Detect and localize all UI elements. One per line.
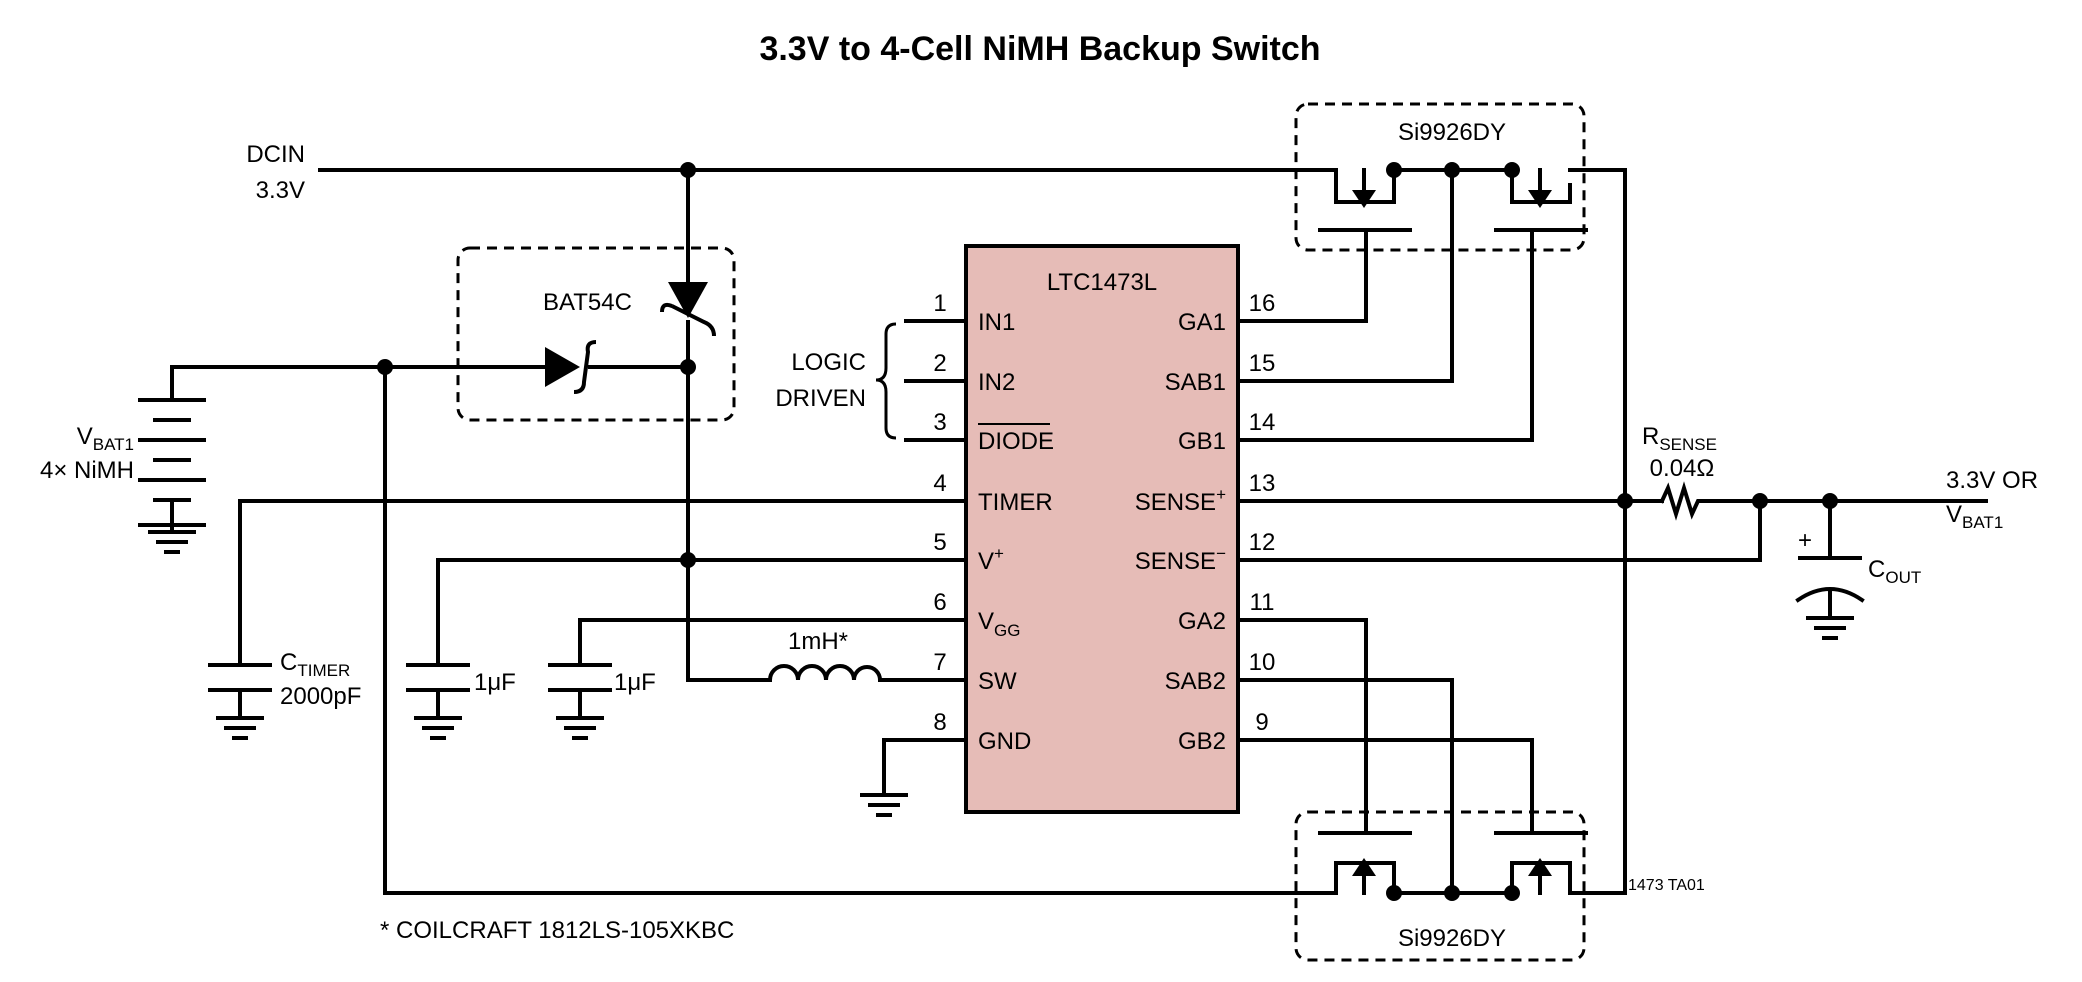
output-label-1: 3.3V OR xyxy=(1946,467,2038,494)
mosfet-bottom-b xyxy=(1494,831,1588,895)
ctimer-label: CTIMER xyxy=(280,649,350,680)
wire-right-node xyxy=(1568,168,1627,895)
cap1-value: 1μF xyxy=(474,669,516,696)
rsense-value: 0.04Ω xyxy=(1650,455,1715,482)
ic-pin-number-9: 9 xyxy=(1255,709,1268,736)
ic-pin-label-7: SW xyxy=(978,668,1017,695)
ic-pin-number-7: 7 xyxy=(933,649,946,676)
wire-ga2 xyxy=(1236,618,1368,835)
mosfet-bottom-package-outline xyxy=(1294,810,1586,962)
wires xyxy=(170,168,1988,895)
ic-pin-number-2: 2 xyxy=(933,350,946,377)
capacitor-vplus xyxy=(406,663,470,740)
ic-pin-number-10: 10 xyxy=(1249,649,1276,676)
diagram-title: 3.3V to 4-Cell NiMH Backup Switch xyxy=(759,30,1320,68)
wire-logic-pins xyxy=(904,319,968,442)
ic-pin-number-16: 16 xyxy=(1249,290,1276,317)
schottky-diode-top xyxy=(660,282,716,337)
ic-pin-number-1: 1 xyxy=(933,290,946,317)
rsense-label: RSENSE xyxy=(1642,423,1717,454)
ic-pin-number-11: 11 xyxy=(1250,589,1275,616)
figure-id: 1473 TA01 xyxy=(1628,877,1705,894)
ic-pin-label-4: TIMER xyxy=(978,489,1053,516)
ground-ic xyxy=(860,793,908,817)
battery-vbat1 xyxy=(138,398,206,554)
vbat-cells-label: 4× NiMH xyxy=(40,457,134,484)
diode-label: BAT54C xyxy=(543,289,632,316)
ic-pin-label-14: GB1 xyxy=(1178,428,1226,455)
wire-gnd xyxy=(882,738,968,797)
wire-gb1 xyxy=(1236,228,1534,442)
dcin-label: DCIN xyxy=(246,141,305,168)
ic-body xyxy=(964,244,1240,814)
ic-pin-number-5: 5 xyxy=(933,529,946,556)
mosfet-bottom-a xyxy=(1318,831,1412,895)
ic-pin-label-9: GB2 xyxy=(1178,728,1226,755)
vbat-label: VBAT1 xyxy=(77,423,134,454)
ic-pin-label-15: SAB1 xyxy=(1165,369,1226,396)
wire-vplus xyxy=(436,558,968,667)
capacitor-ctimer xyxy=(208,663,272,740)
ic-pin-label-11: GA2 xyxy=(1178,608,1226,635)
dcin-voltage-label: 3.3V xyxy=(256,177,305,204)
ic-pin-label-5: V+ xyxy=(978,544,1004,575)
ic-pin-label-6: VGG xyxy=(978,608,1020,640)
ic-pin-number-8: 8 xyxy=(933,709,946,736)
schottky-diode-left xyxy=(545,340,597,394)
wire-dcin-rail xyxy=(318,168,1627,204)
wire-timer xyxy=(238,499,968,667)
ic-pin-label-13: SENSE+ xyxy=(1135,485,1226,516)
ic-name: LTC1473L xyxy=(1047,269,1157,296)
wire-sab2 xyxy=(1236,678,1454,895)
wire-diode-vertical xyxy=(686,168,772,682)
inductor-1mh xyxy=(767,664,883,683)
wire-vgg xyxy=(578,618,968,667)
capacitor-cout xyxy=(1795,556,1865,640)
ic-pin-number-13: 13 xyxy=(1249,470,1276,497)
logic-brace xyxy=(875,322,897,440)
ic-pin-number-12: 12 xyxy=(1249,529,1276,556)
cout-plus: + xyxy=(1798,527,1812,554)
mosfet-bottom-label: Si9926DY xyxy=(1398,925,1506,952)
mosfet-top-b xyxy=(1494,168,1588,232)
footnote: * COILCRAFT 1812LS-105XKBC xyxy=(380,917,734,944)
ic-pin-number-15: 15 xyxy=(1249,350,1276,377)
logic-label-1: LOGIC xyxy=(791,349,866,376)
ic-pin-label-8: GND xyxy=(978,728,1031,755)
mosfet-top-package-outline xyxy=(1294,102,1586,252)
ic-pin-label-1: IN1 xyxy=(978,309,1015,336)
ic-pin-label-3: DIODE xyxy=(978,428,1054,455)
mosfet-top-label: Si9926DY xyxy=(1398,119,1506,146)
ic-pin-number-6: 6 xyxy=(933,589,946,616)
wire-ga1 xyxy=(1236,228,1368,323)
cap2-value: 1μF xyxy=(614,669,656,696)
output-label-2: VBAT1 xyxy=(1946,501,2003,532)
mosfet-top-a xyxy=(1318,168,1412,232)
wire-sense-minus xyxy=(1236,499,1762,562)
ic-pin-label-2: IN2 xyxy=(978,369,1015,396)
ic-pin-number-14: 14 xyxy=(1249,409,1276,436)
junction-dots xyxy=(377,162,1838,901)
resistor-rsense xyxy=(1659,481,1704,521)
ic-pin-number-4: 4 xyxy=(933,470,946,497)
capacitor-vgg xyxy=(548,663,612,740)
wire-gb2 xyxy=(1236,738,1534,835)
ic-pin-number-3: 3 xyxy=(933,409,946,436)
wire-sab1 xyxy=(1236,168,1454,383)
ic-pin-label-12: SENSE− xyxy=(1135,544,1226,575)
cout-label: COUT xyxy=(1868,556,1921,587)
inductor-value: 1mH* xyxy=(788,628,848,655)
ic-pin-label-10: SAB2 xyxy=(1165,668,1226,695)
bat54c-package-outline xyxy=(456,246,736,422)
logic-label-2: DRIVEN xyxy=(775,385,866,412)
ic-pin-label-16: GA1 xyxy=(1178,309,1226,336)
ctimer-value: 2000pF xyxy=(280,683,361,710)
